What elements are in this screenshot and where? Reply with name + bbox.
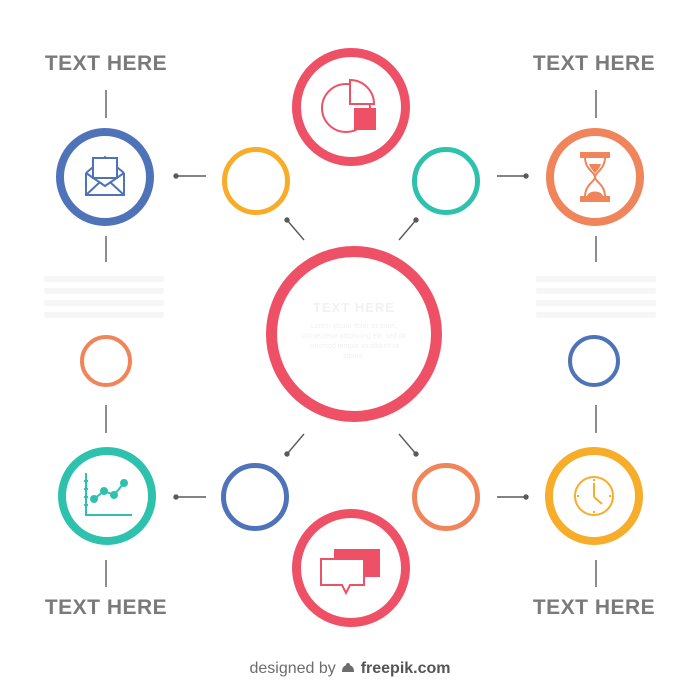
credit-line: designed by freepik.com [0, 660, 700, 678]
envelope-icon [85, 155, 125, 196]
top-node [292, 48, 410, 166]
credit-prefix: designed by [249, 660, 336, 677]
line-chart-icon [84, 473, 132, 516]
pie-chart-icon [321, 78, 376, 133]
small-ring-teal [412, 147, 480, 215]
bottom-left-node [58, 447, 156, 545]
label-top-left: TEXT HERE [44, 52, 168, 75]
center-body: Lorem ipsum dolor sit amet, consectetur … [301, 323, 407, 360]
credit-brand: freepik.com [360, 660, 451, 677]
top-left-node [56, 128, 154, 226]
clock-icon [574, 476, 614, 516]
small-ring-yellow [222, 147, 290, 215]
hourglass-icon [580, 152, 610, 202]
freepik-logo-icon [340, 661, 356, 673]
small-ring-orange [412, 463, 480, 531]
speech-bubbles-icon [320, 549, 380, 596]
center-node [266, 246, 442, 422]
label-bottom-left: TEXT HERE [44, 596, 168, 619]
small-ring-left [80, 335, 132, 387]
small-ring-blue [221, 463, 289, 531]
label-top-right: TEXT HERE [532, 52, 656, 75]
small-ring-right [568, 335, 620, 387]
label-bottom-right: TEXT HERE [532, 596, 656, 619]
center-title: TEXT HERE [313, 300, 395, 315]
